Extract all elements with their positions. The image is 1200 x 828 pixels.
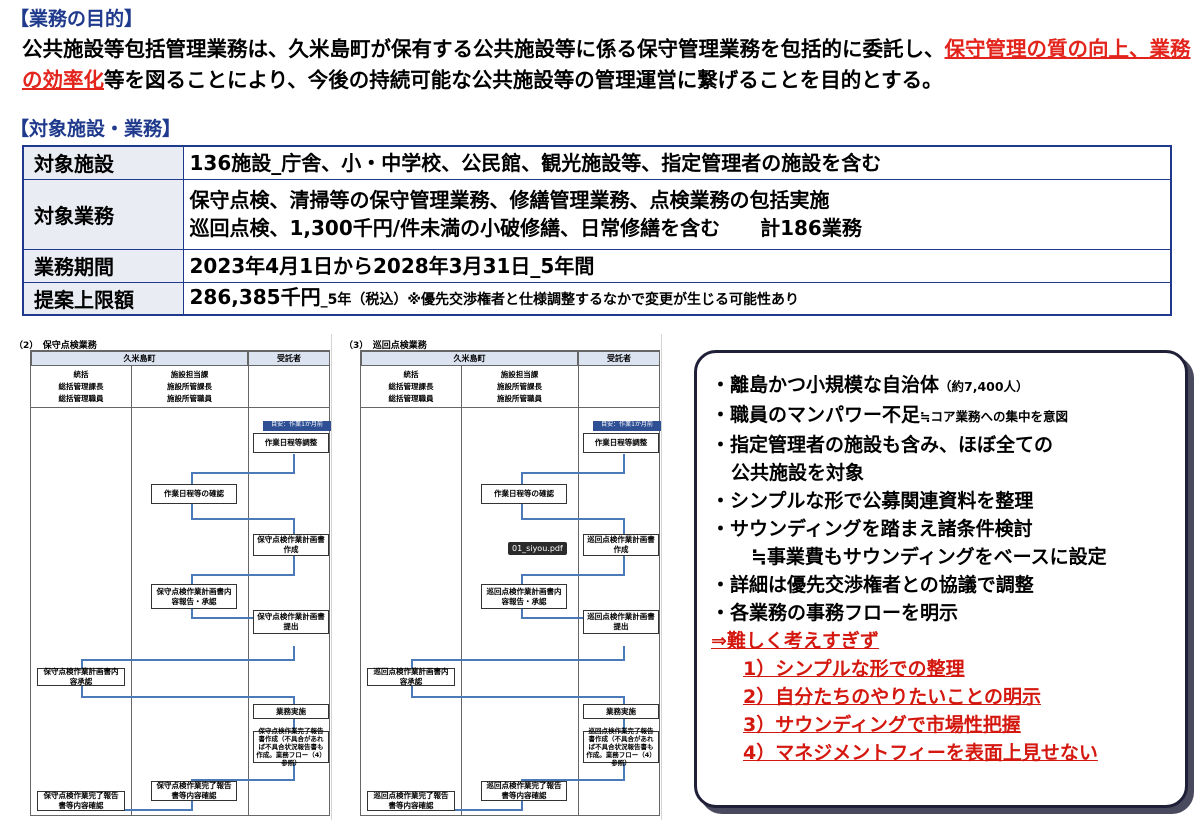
- swimlane-chart: 久米島町 受託者 統括 総括管理課長 総括管理職員 施設担当課 施設所管課長 施…: [360, 350, 661, 816]
- row-label: 提案上限額: [22, 281, 184, 316]
- lane-text: 統括: [73, 370, 89, 379]
- flow-title: （2） 保守点検業務: [14, 341, 97, 351]
- flow-title: （3） 巡回点検業務: [344, 341, 427, 351]
- lane-text: 総括管理職員: [388, 394, 434, 403]
- row-value: 保守点検、清掃等の保守管理業務、修繕管理業務、点検業務の包括実施 巡回点検、1,…: [182, 178, 1172, 250]
- lane-text: 施設担当課: [500, 370, 539, 379]
- flow-step: 巡回点検作業計画書内容承認: [367, 667, 455, 686]
- table-row: 提案上限額 286,385千円_5年（税込）※優先交渉権者と仕様調整するなかで変…: [22, 281, 1172, 316]
- flow-step: 保守点検作業完了報告書等内容確認: [37, 791, 125, 811]
- summary-item: ・指定管理者の施設も含み、ほぼ全ての: [711, 434, 1054, 456]
- purpose-heading: 【業務の目的】: [10, 8, 144, 30]
- row-label: 対象業務: [22, 178, 184, 250]
- summary-item: ・各業務の事務フローを明示: [711, 602, 959, 624]
- purpose-text-part2: 等を図ることにより、今後の持続可能な公共施設等の管理運営に繋げることを目的とする…: [104, 68, 943, 92]
- lane-text: 総括管理課長: [58, 382, 104, 391]
- row-label: 業務期間: [22, 248, 184, 283]
- summary-item: ・シンプルな形で公募関連資料を整理: [711, 490, 1034, 512]
- purpose-highlight-1b: 質の向上、業務の効率化: [22, 37, 1191, 92]
- summary-item: ・サウンディングを踏まえ諸条件検討: [711, 518, 1033, 540]
- flow-step: 保守点検作業計画書提出: [253, 610, 329, 634]
- row-value-line: 巡回点検、1,300千円/件未満の小破修繕、日常修繕を含む 計186業務: [189, 216, 862, 240]
- lane-text: 総括管理課長: [388, 382, 434, 391]
- flow-step: 作業日程等調整: [253, 433, 329, 453]
- flow-step: 作業日程等の確認: [481, 484, 567, 504]
- lane-text: 総括管理職員: [58, 394, 104, 403]
- summary-text: ・離島かつ小規模な自治体: [711, 374, 940, 396]
- summary-conclusion: ⇒難しく考えすぎず: [711, 630, 879, 652]
- lane-text: 施設担当課: [170, 370, 209, 379]
- summary-note: ≒コア業務への集中を意図: [920, 409, 1068, 424]
- row-value: 2023年4月1日から2028年3月31日_5年間: [182, 248, 1172, 283]
- flow-step: 保守点検作業計画書作成: [253, 534, 329, 556]
- summary-note: （約7,400人）: [939, 379, 1029, 394]
- lane-sub-general: 統括 総括管理課長 総括管理職員: [361, 369, 461, 405]
- flow-step: 保守点検作業計画書内容報告・承認: [151, 584, 237, 609]
- flow-step: 巡回点検作業完了報告書等内容確認: [367, 791, 455, 811]
- summary-point: 3）サウンディングで市場性把握: [743, 714, 1021, 736]
- summary-point: 4）マネジメントフィーを表面上見せない: [743, 742, 1098, 764]
- flow-step: 作業日程等調整: [583, 433, 659, 453]
- lane-text: 施設所管職員: [167, 394, 212, 403]
- lane-text: 施設所管課長: [167, 382, 212, 391]
- summary-callout: ・離島かつ小規模な自治体（約7,400人） ・職員のマンパワー不足≒コア業務への…: [694, 350, 1188, 808]
- lane-text: 統括: [403, 370, 419, 379]
- flow-step: 巡回点検作業計画書内容報告・承認: [481, 584, 567, 609]
- table-row: 対象業務 保守点検、清掃等の保守管理業務、修繕管理業務、点検業務の包括実施 巡回…: [22, 178, 1172, 250]
- lane-sub-facility: 施設担当課 施設所管課長 施設所管職員: [461, 369, 578, 405]
- summary-item: ・詳細は優先交渉権者との協議で調整: [711, 574, 1034, 596]
- summary-text: ・職員のマンパワー不足: [711, 404, 921, 426]
- lead-time-tag: 目安：作業1か月前: [593, 421, 661, 431]
- row-value: 136施設_庁舎、小・中学校、公民館、観光施設等、指定管理者の施設を含む: [182, 145, 1172, 180]
- budget-amount: 286,385千円: [189, 284, 321, 309]
- lead-time-tag: 目安：作業1か月前: [263, 421, 331, 431]
- scope-heading: 【対象施設・業務】: [10, 118, 182, 140]
- flow-step: 業務実施: [583, 704, 659, 719]
- purpose-text-part1: 公共施設等包括管理業務は、久米島町が保有する公共施設等に係る保守管理業務を包括的…: [22, 37, 945, 61]
- flow-document-patrol: （3） 巡回点検業務 久米島町 受託者 統括 総括管理課長 総括管理職員 施設担…: [344, 334, 662, 820]
- summary-item: 公共施設を対象: [731, 462, 865, 484]
- flow-step: 業務実施: [253, 704, 329, 719]
- lane-header-town: 久米島町: [361, 351, 578, 366]
- flow-document-maintenance: （2） 保守点検業務 久米島町 受託者 統括 総括管理課長 総括管理職員 施設担…: [14, 334, 332, 820]
- row-value-line: 保守点検、清掃等の保守管理業務、修繕管理業務、点検業務の包括実施: [189, 188, 830, 212]
- flow-step: 作業日程等の確認: [151, 484, 237, 504]
- flow-step: 巡回点検作業計画書作成: [583, 534, 659, 556]
- row-label: 対象施設: [22, 145, 184, 180]
- summary-item: ・離島かつ小規模な自治体（約7,400人）: [711, 371, 1177, 401]
- summary-item: ・職員のマンパワー不足≒コア業務への集中を意図: [711, 401, 1177, 431]
- file-tooltip[interactable]: 01_siyou.pdf: [508, 542, 567, 555]
- scope-table: 対象施設 136施設_庁舎、小・中学校、公民館、観光施設等、指定管理者の施設を含…: [22, 145, 1172, 316]
- lane-header-contractor: 受託者: [578, 351, 660, 366]
- lane-header-town: 久米島町: [31, 351, 248, 366]
- flow-step: 巡回点検作業完了報告書作成（不具合があれば不具合状況報告書も作成。業務フロー（4…: [583, 727, 659, 767]
- summary-point: 2）自分たちのやりたいことの明示: [743, 686, 1042, 708]
- flow-step: 巡回点検作業計画書提出: [583, 610, 659, 634]
- table-row: 業務期間 2023年4月1日から2028年3月31日_5年間: [22, 248, 1172, 283]
- flow-step: 保守点検作業計画書内容承認: [37, 667, 125, 686]
- swimlane-chart: 久米島町 受託者 統括 総括管理課長 総括管理職員 施設担当課 施設所管課長 施…: [30, 350, 331, 816]
- purpose-highlight-1a: 保守管理の: [944, 37, 1048, 61]
- purpose-text: 公共施設等包括管理業務は、久米島町が保有する公共施設等に係る保守管理業務を包括的…: [22, 34, 1192, 96]
- flow-step: 保守点検作業完了報告書作成（不具合があれば不具合状況報告書も作成。業務フロー（4…: [253, 727, 329, 767]
- table-row: 対象施設 136施設_庁舎、小・中学校、公民館、観光施設等、指定管理者の施設を含…: [22, 145, 1172, 180]
- lane-header-contractor: 受託者: [248, 351, 330, 366]
- lane-sub-general: 統括 総括管理課長 総括管理職員: [31, 369, 131, 405]
- flow-step: 巡回点検作業完了報告書等内容確認: [481, 781, 567, 801]
- lane-text: 施設所管職員: [497, 394, 542, 403]
- row-value: 286,385千円_5年（税込）※優先交渉権者と仕様調整するなかで変更が生じる可…: [182, 281, 1172, 316]
- flow-step: 保守点検作業完了報告書等内容確認: [151, 781, 237, 801]
- budget-note: _5年（税込）※優先交渉権者と仕様調整するなかで変更が生じる可能性あり: [320, 291, 799, 308]
- summary-point: 1）シンプルな形での整理: [743, 658, 965, 680]
- summary-item: ≒事業費もサウンディングをベースに設定: [751, 546, 1107, 568]
- lane-sub-facility: 施設担当課 施設所管課長 施設所管職員: [131, 369, 248, 405]
- lane-text: 施設所管課長: [497, 382, 542, 391]
